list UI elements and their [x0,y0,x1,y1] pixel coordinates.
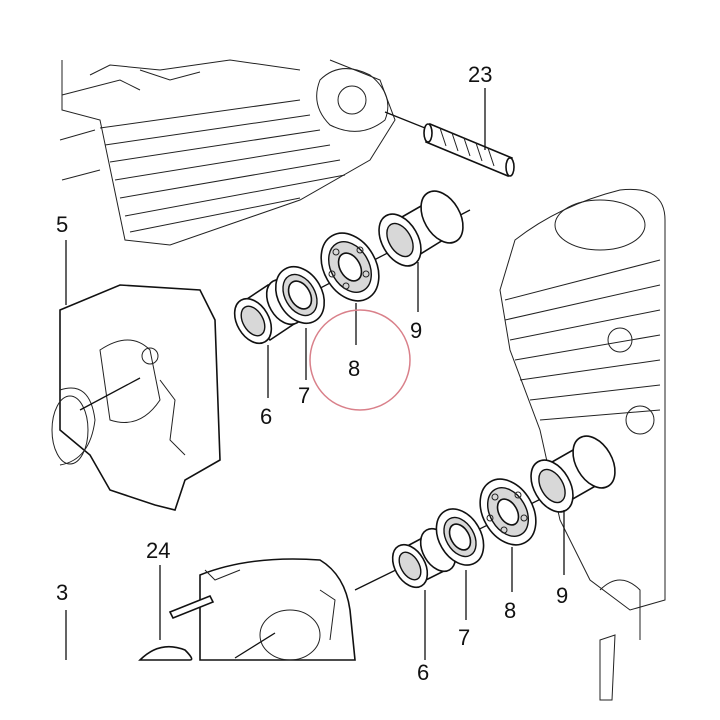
left-housing: 5 [51,212,221,511]
label-lower-6: 6 [417,660,429,685]
lower-sleeve-9: 9 [530,435,616,608]
upper-bearing-8: 8 [320,232,380,381]
label-lower-9: 9 [556,583,568,608]
label-lower-8: 8 [504,598,516,623]
engine-cylinder-top [59,59,396,246]
upper-seal-7: 7 [274,265,326,408]
upper-sleeve-9: 9 [378,190,464,343]
label-5: 5 [56,212,68,237]
lower-bearing-8: 8 [479,478,537,623]
engine-cylinder-right [499,188,666,701]
label-upper-9: 9 [410,318,422,343]
label-upper-7: 7 [298,383,310,408]
left-part-3: 3 [56,580,68,660]
label-upper-8: 8 [348,356,360,381]
bottom-bracket: 24 [138,538,356,661]
stud-23: 23 [384,62,515,178]
label-23: 23 [468,62,492,87]
label-24: 24 [146,538,170,563]
highlight-circle [309,309,411,411]
label-lower-7: 7 [458,625,470,650]
label-upper-6: 6 [260,404,272,429]
label-3: 3 [56,580,68,605]
lower-seal-7: 7 [435,508,485,650]
